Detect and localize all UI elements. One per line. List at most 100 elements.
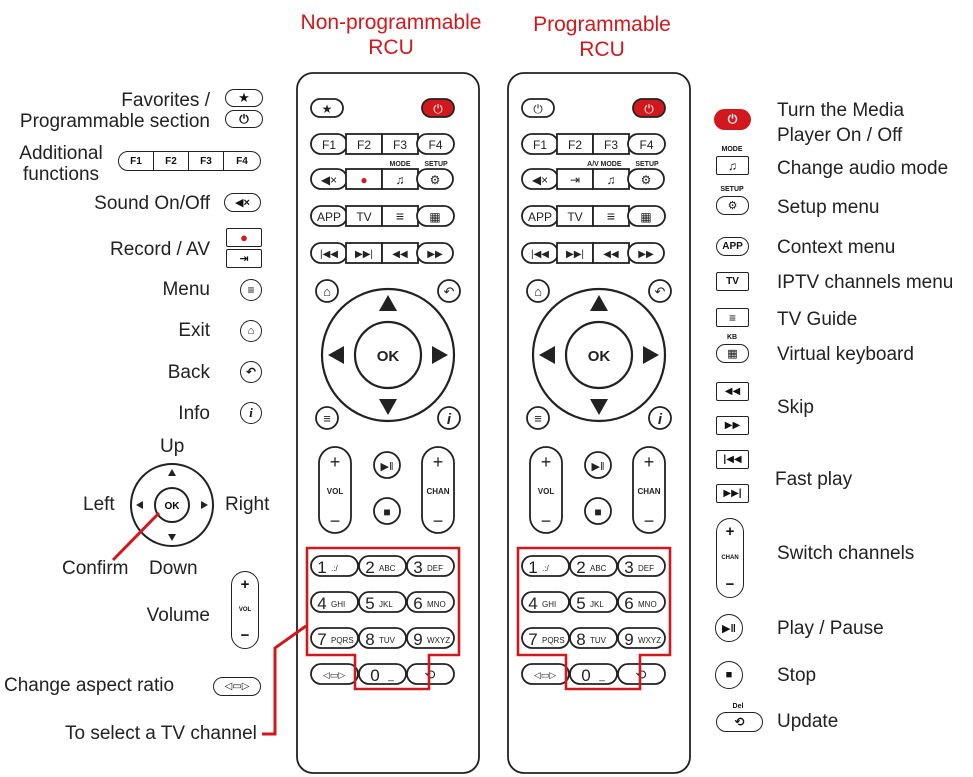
num-sub-3: DEF (427, 564, 443, 573)
keyboard-button (627, 205, 666, 227)
title-programmable: Programmable RCU (482, 12, 722, 62)
num-digit-1: 1 (317, 558, 326, 577)
tv-label: TV (567, 210, 582, 224)
num-key-3 (406, 555, 455, 577)
mute-icon: ◀× (224, 193, 261, 212)
app-key-icon: APP (716, 237, 749, 256)
stop-button (373, 497, 401, 525)
mode-caption: MODE (390, 161, 411, 168)
arrow-up-icon (590, 295, 608, 311)
app-label: APP (528, 210, 552, 224)
num-key-6 (406, 591, 455, 613)
back-icon: ↶ (655, 284, 666, 299)
stop-icon: ■ (383, 505, 390, 519)
star-icon: ★ (225, 89, 263, 107)
num-sub-0: _ (598, 671, 605, 682)
power-red-icon: ⏻ (714, 109, 751, 130)
vol-label: VOL (538, 487, 555, 496)
av-input-icon: ⇥ (570, 173, 580, 187)
mute-icon: ◀× (532, 173, 548, 187)
play-pause-icon: ▶‖ (715, 614, 743, 642)
mute-icon: ◀× (321, 173, 337, 187)
keyboard-icon: ▦ (429, 210, 440, 224)
chan-label: CHAN (637, 487, 660, 496)
num-sub-2: ABC (590, 564, 607, 573)
label-additional: Additional functions (14, 143, 108, 185)
num-key-5 (358, 591, 407, 613)
num-sub-1: .:/ (542, 564, 549, 573)
title-line-1: Non-programmable (300, 11, 482, 34)
num-digit-8: 8 (576, 630, 585, 649)
f2-label: F2 (568, 138, 582, 152)
gear-icon: ⚙ (716, 196, 749, 215)
chan-minus-icon: − (644, 511, 655, 531)
num-sub-0: _ (387, 671, 394, 682)
rewind-icon: ◀◀ (392, 249, 408, 260)
aspect-button (310, 663, 359, 685)
label-back: Back (167, 362, 210, 383)
num-sub-7: PQRS (542, 636, 565, 645)
next-track-icon: ▶▶| (716, 484, 749, 503)
play-pause-icon: ▶‖ (591, 461, 604, 473)
home-button (526, 279, 550, 303)
tv-label: TV (356, 210, 371, 224)
num-sub-6: MNO (638, 600, 657, 609)
num-key-3 (617, 555, 666, 577)
channel-rocker (421, 446, 455, 534)
f2-key: F2 (153, 151, 189, 171)
channel-rocker-icon: +CHAN− (716, 518, 744, 598)
num-key-2 (569, 555, 618, 577)
aspect-ratio-icon: ◁▭▷ (534, 670, 556, 680)
play-pause-button (584, 451, 612, 479)
update-button (617, 663, 666, 685)
app-label: APP (317, 210, 341, 224)
prev-track-icon: |◀◀ (531, 249, 549, 260)
label-info: Info (178, 403, 210, 424)
num-digit-6: 6 (413, 594, 422, 613)
del-caption: Del (732, 703, 744, 710)
vol-minus-icon: − (330, 511, 341, 531)
ok-label: OK (588, 348, 611, 365)
num-digit-3: 3 (413, 558, 422, 577)
forward-icon: ▶▶ (638, 249, 654, 260)
power-button (632, 98, 666, 118)
label-favorites: Favorites / Programmable section (20, 90, 210, 132)
av-caption: A/V (587, 161, 599, 168)
menu-icon: ≡ (240, 279, 262, 301)
num-sub-4: GHI (542, 600, 556, 609)
f3-label: F3 (393, 138, 407, 152)
num-digit-1: 1 (528, 558, 537, 577)
gear-button (416, 168, 454, 190)
menu-icon: ≡ (323, 411, 331, 426)
aspect-ratio-icon: ◁▭▷ (213, 677, 261, 696)
keyboard-button (416, 205, 455, 227)
forward-icon: ▶▶ (716, 416, 749, 435)
vol-minus-icon: − (541, 511, 552, 531)
aspect-ratio-icon: ◁▭▷ (323, 670, 345, 680)
back-icon: ↶ (444, 284, 455, 299)
f3-label: F3 (604, 138, 618, 152)
num-sub-6: MNO (427, 600, 446, 609)
arrow-up-icon (168, 469, 176, 476)
ok-button (564, 320, 634, 390)
label-left: Left (83, 494, 115, 515)
prev-track-icon: |◀◀ (320, 249, 338, 260)
num-key-0 (358, 663, 407, 685)
label-additional-line2: functions (22, 164, 100, 185)
record-icon: ● (226, 228, 262, 247)
guide-icon: ≡ (607, 208, 615, 224)
power-button (421, 98, 455, 118)
num-key-4 (310, 591, 359, 613)
arrow-left-icon (328, 346, 344, 364)
mode-caption: MODE (721, 146, 743, 153)
chan-legend-label: CHAN (721, 555, 739, 561)
arrow-up-icon (379, 295, 397, 311)
num-digit-4: 4 (528, 594, 537, 613)
play-pause-icon: ▶‖ (380, 461, 393, 473)
info-icon: i (240, 402, 262, 424)
num-key-8 (569, 627, 618, 649)
